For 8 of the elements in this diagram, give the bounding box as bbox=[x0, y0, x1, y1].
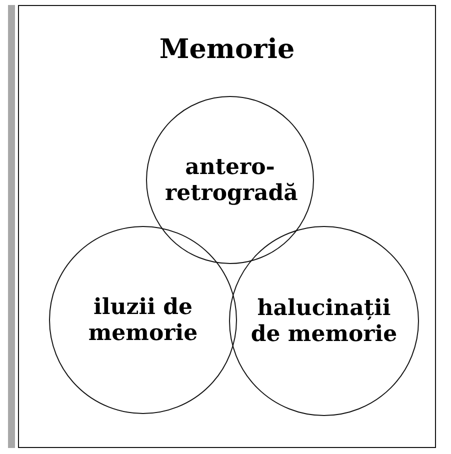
set-label: iluzii de memorie bbox=[87, 294, 199, 346]
set-label: antero-retrogradă bbox=[165, 154, 295, 206]
diagram-heading: Memorie bbox=[158, 34, 296, 65]
set-label: halucinații de memorie bbox=[250, 294, 398, 348]
venn-circle bbox=[49, 226, 237, 414]
venn-circle bbox=[146, 96, 314, 264]
venn-circle bbox=[229, 226, 419, 416]
diagram-frame bbox=[18, 5, 436, 448]
